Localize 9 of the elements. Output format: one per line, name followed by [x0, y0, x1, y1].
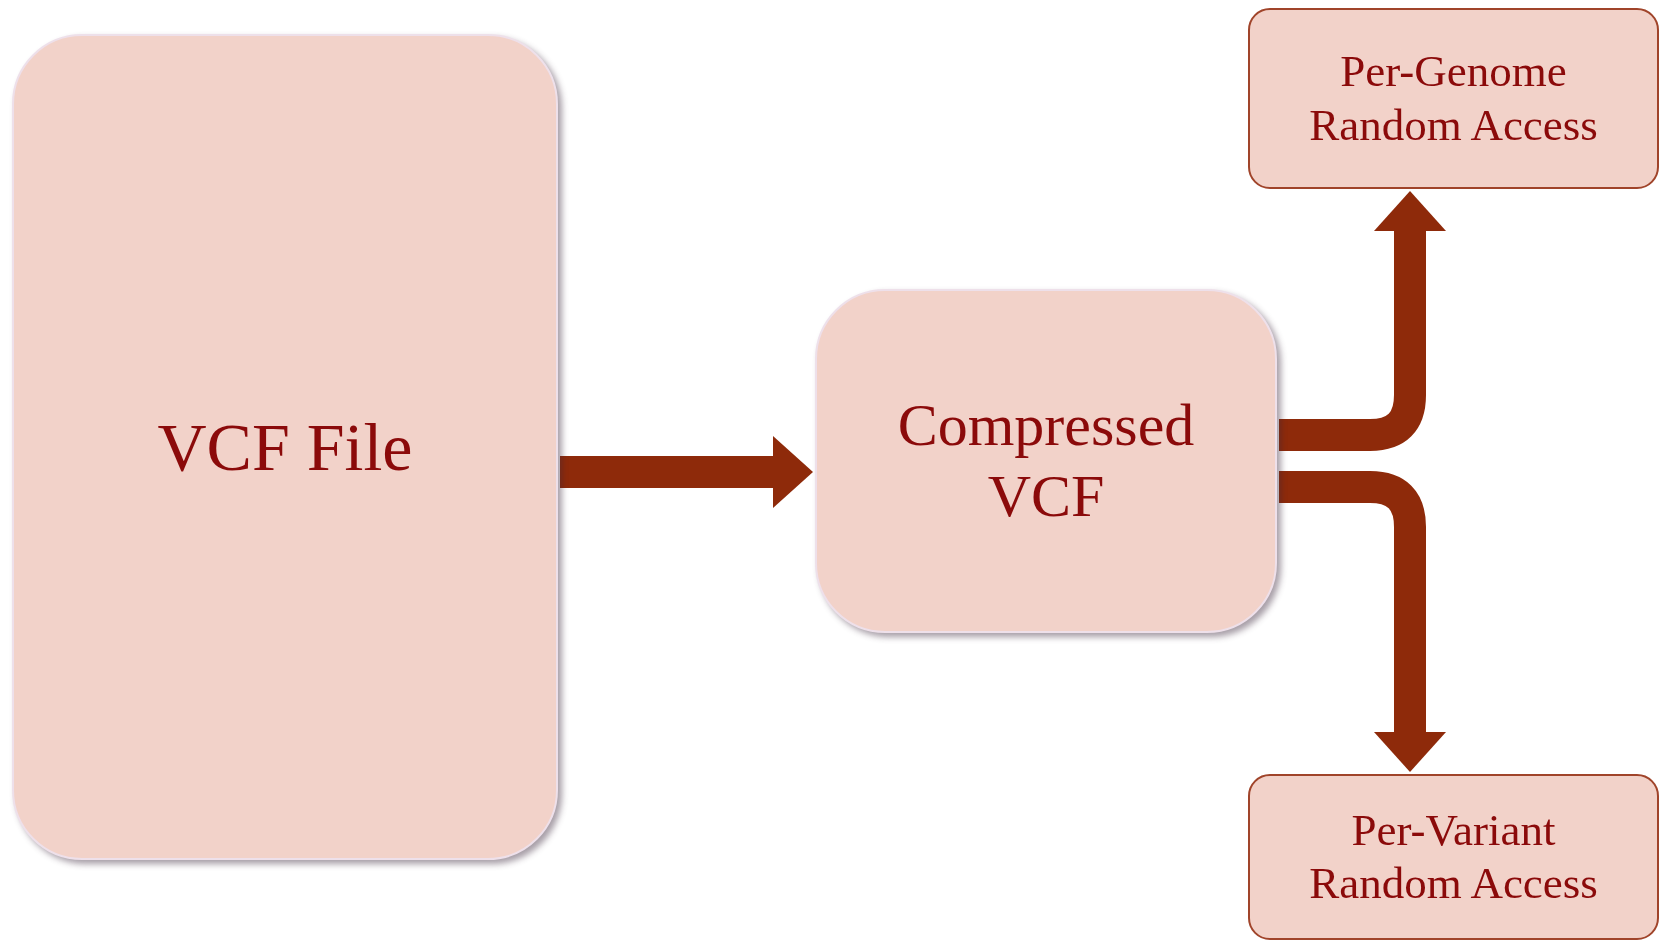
arrow	[560, 436, 813, 508]
node-label: Per-Variant Random Access	[1308, 803, 1599, 910]
node-label: VCF File	[157, 407, 413, 487]
rounded-box	[815, 289, 1277, 633]
process-box	[1248, 8, 1659, 189]
node-label: Per-Genome Random Access	[1308, 45, 1599, 152]
rounded-box	[12, 34, 558, 860]
node-label: Compressed VCF	[896, 391, 1196, 531]
process-box	[1248, 774, 1659, 940]
